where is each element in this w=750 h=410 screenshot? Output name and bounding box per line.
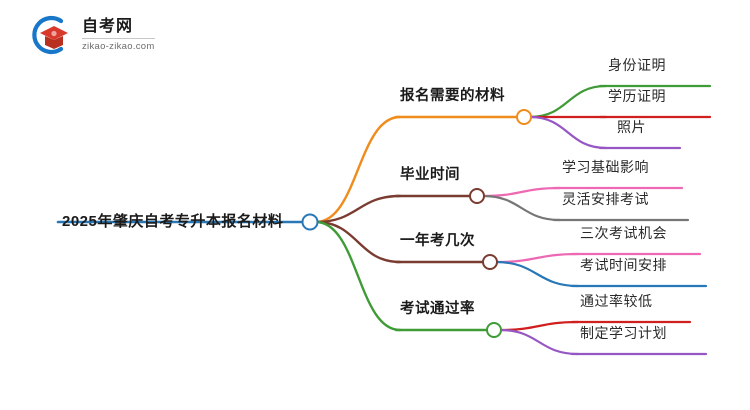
- leaf-connector-2-1: [494, 260, 580, 288]
- leaf-label-1-1[interactable]: 灵活安排考试: [562, 191, 649, 207]
- zikao-logo-icon: [28, 14, 74, 56]
- branch-node-circle-3[interactable]: [486, 322, 502, 338]
- branch-node-circle-2[interactable]: [482, 254, 498, 270]
- root-node-circle[interactable]: [301, 213, 319, 231]
- branch-connector-0: [314, 115, 402, 224]
- leaf-connector-1-1: [481, 194, 562, 222]
- mindmap-connectors: [314, 84, 608, 356]
- branch-connector-1: [314, 194, 402, 224]
- leaf-label-2-0[interactable]: 三次考试机会: [580, 225, 667, 241]
- leaf-label-2-1[interactable]: 考试时间安排: [580, 257, 667, 273]
- branch-label-3[interactable]: 考试通过率: [400, 301, 475, 317]
- logo-text-block: 自考网 zikao-zikao.com: [82, 18, 155, 52]
- branch-connector-2: [314, 220, 402, 264]
- root-node-label[interactable]: 2025年肇庆自考专升本报名材料: [62, 213, 284, 230]
- leaf-connector-3-1: [498, 328, 580, 356]
- branch-node-circle-1[interactable]: [469, 188, 485, 204]
- leaf-connector-2-0: [494, 252, 580, 264]
- leaf-connector-0-2: [528, 115, 608, 150]
- leaf-label-3-0[interactable]: 通过率较低: [580, 293, 653, 309]
- leaf-label-3-1[interactable]: 制定学习计划: [580, 325, 667, 341]
- leaf-connector-0-0: [528, 84, 608, 119]
- leaf-label-1-0[interactable]: 学习基础影响: [562, 159, 649, 175]
- leaf-label-0-2[interactable]: 照片: [617, 119, 646, 135]
- branch-label-0[interactable]: 报名需要的材料: [400, 88, 505, 104]
- mindmap-node-circles[interactable]: [301, 109, 532, 338]
- leaf-label-0-1[interactable]: 学历证明: [608, 88, 666, 104]
- leaf-label-0-0[interactable]: 身份证明: [608, 57, 666, 73]
- logo-domain: zikao-zikao.com: [82, 40, 155, 52]
- site-logo[interactable]: 自考网 zikao-zikao.com: [28, 12, 188, 58]
- branch-connector-3: [314, 220, 402, 332]
- mindmap-underlines: [56, 84, 712, 356]
- leaf-connector-1-0: [481, 186, 562, 198]
- branch-label-2[interactable]: 一年考几次: [400, 233, 475, 249]
- branch-node-circle-0[interactable]: [516, 109, 532, 125]
- branch-label-1[interactable]: 毕业时间: [400, 167, 460, 183]
- leaf-connector-3-0: [498, 320, 580, 332]
- logo-site-name: 自考网: [82, 18, 155, 39]
